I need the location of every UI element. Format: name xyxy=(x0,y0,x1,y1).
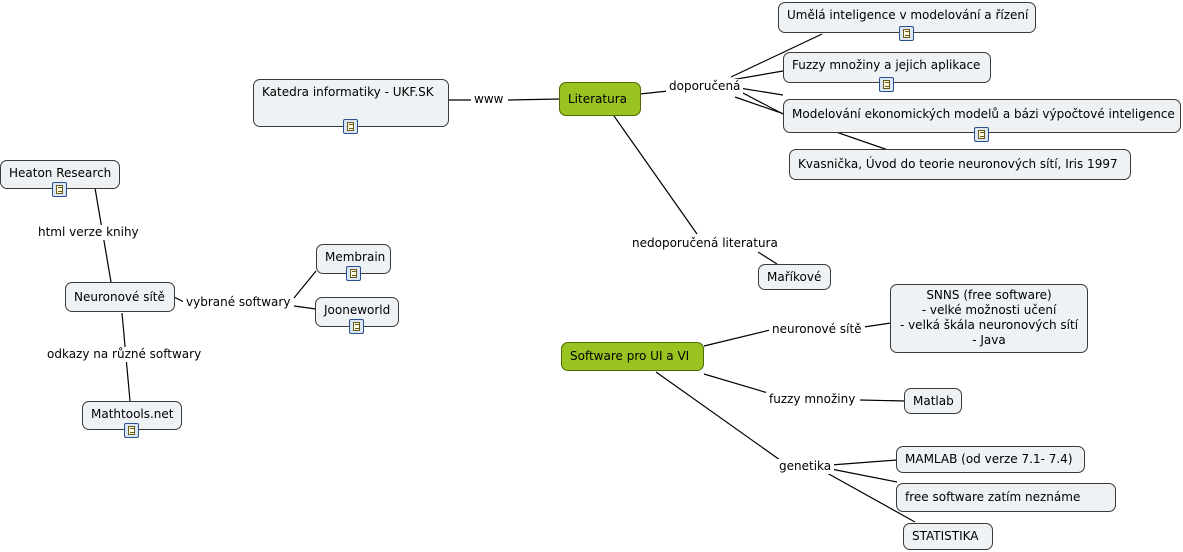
node-mamlab[interactable]: MAMLAB (od verze 7.1- 7.4) xyxy=(896,446,1085,473)
note-icon[interactable] xyxy=(899,26,914,41)
label-doporucena: doporučená xyxy=(666,79,744,94)
node-text: Heaton Research xyxy=(9,166,112,180)
label-fuzzy-mnoziny: fuzzy množiny xyxy=(766,392,859,407)
node-free-software[interactable]: free software zatím neznáme xyxy=(896,483,1116,512)
node-snns[interactable]: SNNS (free software) - velké možnosti uč… xyxy=(890,284,1088,353)
note-icon[interactable] xyxy=(346,266,361,281)
label-www: www xyxy=(471,92,507,107)
note-icon[interactable] xyxy=(349,319,364,334)
note-icon[interactable] xyxy=(879,77,894,92)
node-text: Katedra informatiky - UKF.SK xyxy=(262,85,434,99)
node-text: Fuzzy množiny a jejich aplikace xyxy=(792,58,981,72)
node-jooneworld[interactable]: Jooneworld xyxy=(315,297,399,327)
node-text: Maříkové xyxy=(767,270,822,284)
node-text: STATISTIKA xyxy=(912,529,979,543)
node-matlab[interactable]: Matlab xyxy=(904,388,962,414)
node-text: MAMLAB (od verze 7.1- 7.4) xyxy=(905,452,1073,466)
node-text: Jooneworld xyxy=(324,303,391,317)
node-software-pro-ui-a-vi[interactable]: Software pro UI a VI xyxy=(561,342,704,371)
node-text: SNNS (free software) - velké možnosti uč… xyxy=(899,288,1079,347)
node-literatura[interactable]: Literatura xyxy=(559,82,641,116)
label-nedoporucena-literatura: nedoporučená literatura xyxy=(629,236,781,251)
node-text: Neuronové sítě xyxy=(74,290,165,304)
node-heaton-research[interactable]: Heaton Research xyxy=(0,160,120,189)
node-text: Modelování ekonomických modelů a bázi vý… xyxy=(792,107,1175,121)
node-neuronove-site[interactable]: Neuronové sítě xyxy=(65,282,175,312)
label-vybrane-softwary: vybrané softwary xyxy=(183,295,294,310)
note-icon[interactable] xyxy=(974,127,989,142)
note-icon[interactable] xyxy=(124,423,139,438)
node-text: free software zatím neznáme xyxy=(905,490,1081,504)
node-kvasnicka[interactable]: Kvasnička, Úvod do teorie neuronových sí… xyxy=(789,149,1131,180)
node-text: Kvasnička, Úvod do teorie neuronových sí… xyxy=(798,157,1118,171)
node-statistika[interactable]: STATISTIKA xyxy=(903,523,993,550)
note-icon[interactable] xyxy=(343,119,358,134)
label-odkazy-na-softwary: odkazy na různé softwary xyxy=(44,347,205,362)
label-genetika: genetika xyxy=(776,459,835,474)
node-marikove[interactable]: Maříkové xyxy=(758,264,831,290)
node-text: Mathtools.net xyxy=(91,407,174,421)
node-text: Matlab xyxy=(913,394,954,408)
label-html-verze-knihy: html verze knihy xyxy=(35,225,142,240)
node-text: Umělá inteligence v modelování a řízení xyxy=(787,8,1029,22)
label-neuronove-site: neuronové sítě xyxy=(769,322,865,337)
note-icon[interactable] xyxy=(52,182,67,197)
node-text: Membrain xyxy=(325,250,386,264)
